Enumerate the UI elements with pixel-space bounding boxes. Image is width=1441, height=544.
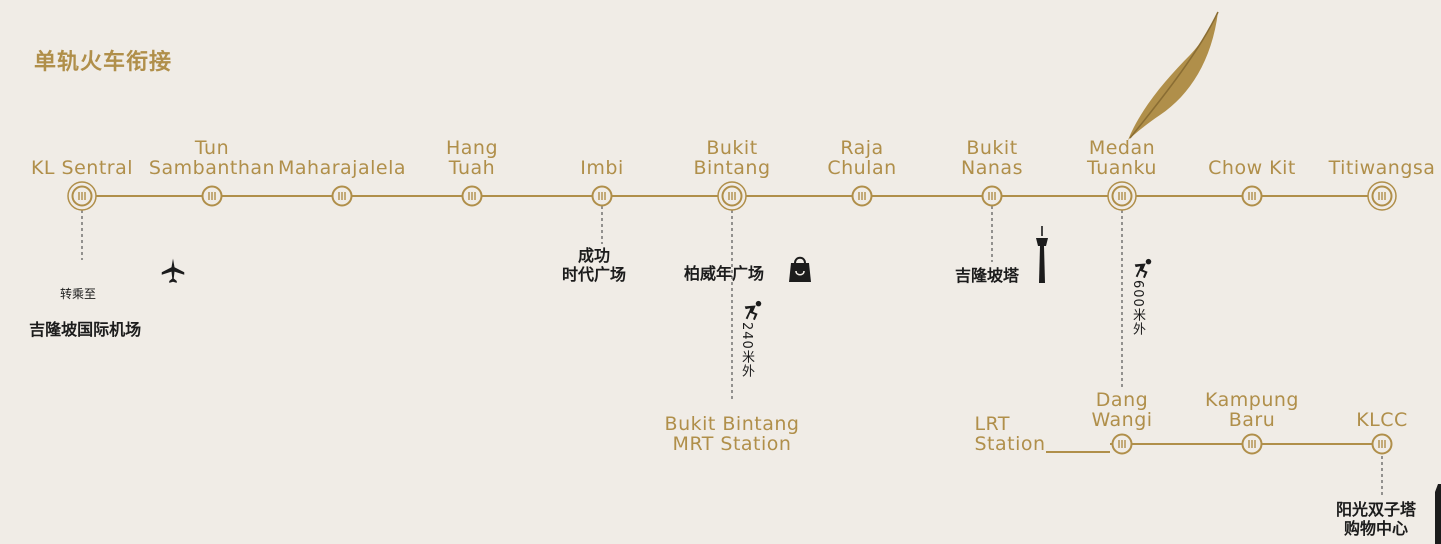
station-label: Maharajalela	[278, 157, 406, 179]
airport-prefix: 转乘至	[60, 287, 97, 301]
walking-person-icon	[1134, 258, 1152, 279]
kl-tower-label: 吉隆坡塔	[955, 266, 1020, 285]
station-marker[interactable]	[1367, 181, 1397, 211]
station-marker[interactable]	[1371, 433, 1393, 455]
walk-distance-bukit-bintang: 240米外	[739, 322, 754, 378]
station-marker[interactable]	[1107, 181, 1137, 211]
station-label: Titiwangsa	[1328, 157, 1436, 179]
station-marker[interactable]	[1241, 185, 1263, 207]
station-marker[interactable]	[67, 181, 97, 211]
kl-tower-icon	[1036, 226, 1048, 283]
station-label: Medan Tuanku	[1087, 137, 1157, 179]
page-title: 单轨火车衔接	[34, 50, 173, 75]
airport-landmark: 转乘至 吉隆坡国际机场	[18, 250, 142, 340]
station-marker[interactable]	[1111, 433, 1133, 455]
station-label: Dang Wangi	[1091, 389, 1153, 431]
station-marker[interactable]	[981, 185, 1003, 207]
station-marker[interactable]	[851, 185, 873, 207]
station-marker[interactable]	[201, 185, 223, 207]
station-label: Kampung Baru	[1205, 389, 1299, 431]
station-label: Hang Tuah	[445, 137, 499, 179]
station-label: KL Sentral	[30, 157, 134, 179]
station-marker[interactable]	[717, 181, 747, 211]
plane-icon	[161, 258, 185, 283]
suria-klcc-label: 阳光双子塔 购物中心	[1336, 500, 1417, 538]
walk-distance-medan-tuanku: 600米外	[1130, 280, 1145, 336]
station-label: KLCC	[1356, 409, 1408, 431]
feather-icon	[1128, 11, 1219, 140]
walking-person-icon	[744, 300, 762, 321]
twin-tower-icon	[1435, 484, 1441, 544]
station-label: Bukit Bintang	[693, 137, 771, 179]
station-marker[interactable]	[591, 185, 613, 207]
station-label: Bukit Nanas	[961, 137, 1023, 179]
lrt-station-label: LRT Station	[974, 413, 1046, 455]
mrt-station-label: Bukit Bintang MRT Station	[664, 413, 800, 455]
station-label: Chow Kit	[1208, 157, 1296, 179]
airport-label: 吉隆坡国际机场	[29, 320, 142, 339]
shopping-bag-icon	[789, 256, 811, 282]
pavilion-label: 柏威年广场	[684, 264, 765, 283]
station-label: Imbi	[580, 157, 624, 179]
station-marker[interactable]	[331, 185, 353, 207]
station-label: Tun Sambanthan	[148, 137, 276, 179]
times-square-label: 成功 时代广场	[562, 246, 627, 284]
station-marker[interactable]	[461, 185, 483, 207]
station-label: Raja Chulan	[827, 137, 897, 179]
station-marker[interactable]	[1241, 433, 1263, 455]
